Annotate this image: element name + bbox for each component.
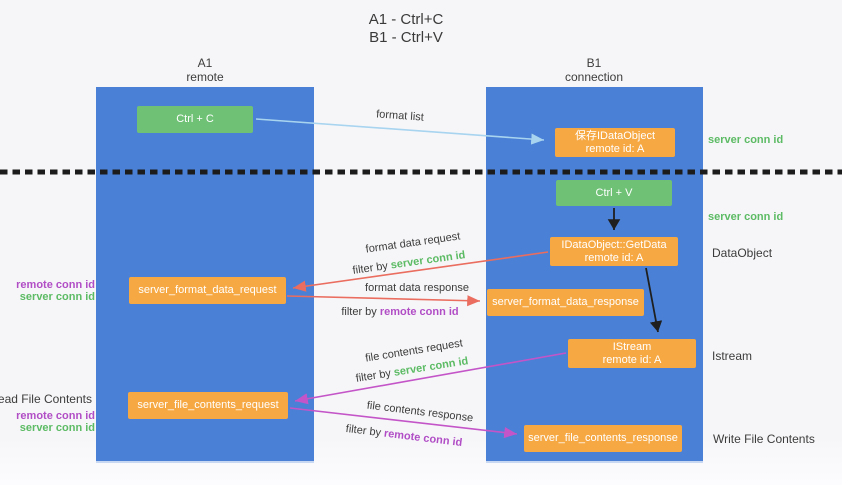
file-response-box: server_file_contents_response — [524, 425, 682, 452]
server-conn-id-label-mid: server conn id — [708, 211, 784, 223]
ctrl-v-label: Ctrl + V — [595, 186, 633, 199]
server-conn-id-label-top: server conn id — [708, 134, 784, 146]
ctrl-v-box: Ctrl + V — [556, 180, 672, 206]
format-data-response-label: format data response — [365, 282, 469, 294]
lane-a1-subtitle: remote — [186, 70, 224, 84]
lane-a1-title: A1 — [197, 56, 213, 70]
filter-id-remote-conn: remote conn id — [379, 306, 459, 318]
remote-conn-id-label-bottom: remote conn id — [16, 410, 95, 422]
remote-conn-id-label-top: remote conn id — [16, 279, 95, 291]
format-request-box: server_format_data_request — [129, 277, 286, 304]
filter-prefix: filter by — [351, 260, 389, 277]
filter-id-remote-conn: remote conn id — [383, 427, 463, 450]
filter-id-server-conn: server conn id — [392, 355, 470, 379]
title-line-1: A1 - Ctrl+C — [368, 11, 444, 28]
format-list-label: format list — [375, 108, 425, 124]
getdata-box: IDataObject::GetData remote id: A — [550, 237, 678, 266]
server-conn-id-label-left-bottom: server conn id — [19, 422, 95, 434]
istream-line1: IStream — [612, 340, 652, 353]
istream-box: IStream remote id: A — [568, 339, 696, 368]
getdata-line1: IDataObject::GetData — [561, 238, 667, 251]
lane-header-a1: A1 remote — [135, 56, 275, 84]
file-request-box: server_file_contents_request — [128, 392, 288, 419]
format-data-response-arrow — [286, 295, 481, 307]
ctrl-c-label: Ctrl + C — [176, 113, 214, 125]
lane-header-b1: B1 connection — [524, 56, 664, 84]
getdata-line2: remote id: A — [584, 251, 644, 264]
save-dataobject-box: 保存IDataObject remote id: A — [555, 128, 675, 157]
filter-prefix: filter by — [345, 422, 382, 440]
write-file-contents-label: Write File Contents — [713, 432, 815, 446]
filter-prefix: filter by — [354, 367, 392, 385]
server-conn-id-label-left-top: server conn id — [19, 291, 95, 303]
lane-b1-subtitle: connection — [564, 70, 624, 84]
file-response-label: server_file_contents_response — [528, 432, 678, 444]
format-response-label: server_format_data_response — [492, 296, 639, 308]
istream-side-label: Istream — [712, 349, 753, 363]
istream-line2: remote id: A — [602, 353, 662, 366]
filter-id-server-conn: server conn id — [389, 249, 467, 272]
read-file-contents-label: Read File Contents — [0, 392, 92, 406]
format-response-box: server_format_data_response — [487, 289, 644, 316]
file-contents-response-label: file contents response — [366, 399, 474, 425]
diagram-title: A1 - Ctrl+C B1 - Ctrl+V — [369, 11, 444, 47]
ctrl-c-box: Ctrl + C — [137, 106, 253, 133]
format-request-label: server_format_data_request — [138, 284, 277, 296]
dataobject-label: DataObject — [712, 246, 773, 260]
save-dataobject-line2: remote id: A — [585, 142, 645, 155]
title-line-2: B1 - Ctrl+V — [369, 29, 443, 46]
file-request-label: server_file_contents_request — [137, 399, 279, 411]
lane-b1-title: B1 — [586, 56, 602, 70]
save-dataobject-line1: 保存IDataObject — [574, 129, 656, 142]
filter-prefix: filter by — [341, 306, 377, 318]
